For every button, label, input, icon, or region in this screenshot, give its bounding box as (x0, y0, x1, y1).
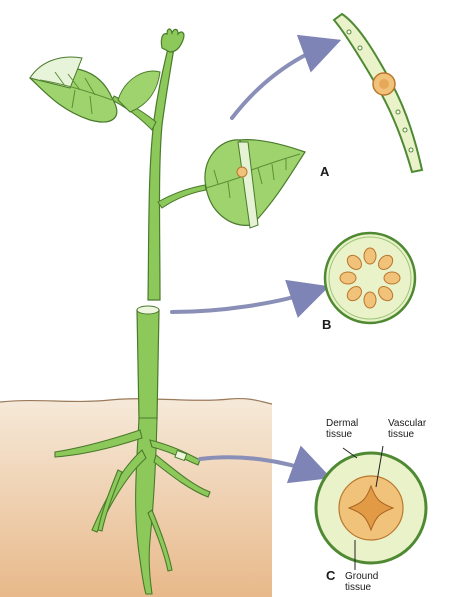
label-a: A (320, 164, 329, 179)
label-ground-line1: Ground (345, 571, 378, 582)
vascular-bundle (364, 292, 376, 308)
leaf-cross-section (334, 14, 422, 172)
root-cross-section (316, 453, 426, 563)
label-b: B (322, 317, 331, 332)
arrow-to-b (172, 290, 318, 312)
label-dermal-line2: tissue (326, 429, 358, 440)
cut-stem-segment (137, 310, 159, 420)
vascular-bundle (384, 272, 400, 284)
vascular-bundle (364, 248, 376, 264)
label-dermal-line1: Dermal (326, 418, 358, 429)
upper-right-leaf (118, 71, 160, 112)
leaf-midrib-dot (237, 167, 247, 177)
label-ground-line2: tissue (345, 582, 378, 593)
stem-cross-section (325, 233, 415, 323)
vascular-bundle (340, 272, 356, 284)
stem-cut-face (137, 306, 159, 314)
label-vascular-tissue: Vascular tissue (388, 418, 426, 440)
label-dermal-tissue: Dermal tissue (326, 418, 358, 440)
arrow-to-a (232, 44, 330, 118)
label-vascular-line2: tissue (388, 429, 426, 440)
label-vascular-line1: Vascular (388, 418, 426, 429)
right-petiole (158, 185, 206, 208)
shoot-tip (161, 29, 184, 52)
label-c: C (326, 568, 335, 583)
label-ground-tissue: Ground tissue (345, 571, 378, 593)
